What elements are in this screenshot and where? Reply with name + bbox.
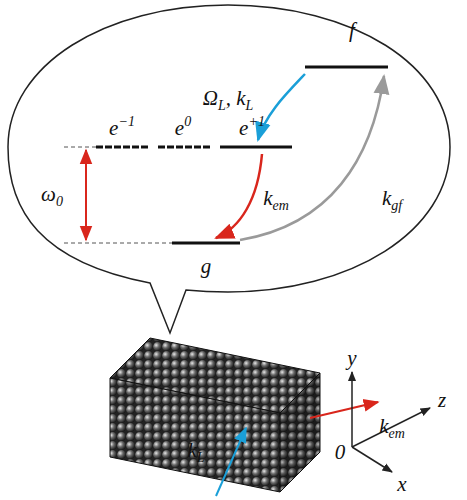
gf-transition bbox=[240, 76, 384, 240]
atom-box-side bbox=[280, 373, 320, 492]
level-e-zero bbox=[158, 146, 212, 149]
superscript: −1 bbox=[118, 114, 134, 129]
label-text: ΩL, kL bbox=[203, 88, 254, 113]
subscript: em bbox=[389, 426, 405, 441]
emission-beam bbox=[310, 402, 378, 418]
level-e-minus bbox=[96, 146, 148, 149]
subscript: em bbox=[273, 198, 289, 213]
subscript: 0 bbox=[56, 194, 63, 209]
label-text: kgf bbox=[382, 188, 402, 213]
subscript: L bbox=[218, 98, 226, 113]
label-text: e0 bbox=[175, 115, 191, 139]
speech-bubble bbox=[8, 5, 450, 333]
level-g bbox=[172, 242, 240, 245]
level-e-plus bbox=[220, 146, 292, 149]
superscript: 0 bbox=[184, 114, 191, 129]
emission-transition bbox=[216, 154, 262, 238]
label-text: e+1 bbox=[239, 115, 265, 139]
axis-y bbox=[351, 372, 353, 447]
guide-dashed bbox=[64, 243, 172, 244]
label-text: ω0 bbox=[41, 184, 63, 209]
label-text: z bbox=[438, 390, 446, 411]
laser-transition bbox=[258, 74, 305, 140]
subscript: L bbox=[197, 450, 205, 465]
axis-x bbox=[352, 447, 392, 472]
subscript: gf bbox=[391, 198, 402, 213]
label-text: y bbox=[347, 348, 356, 369]
label-text: kem bbox=[379, 416, 405, 441]
axis-z bbox=[352, 408, 430, 447]
atom-box-front bbox=[110, 378, 280, 492]
label-text: x bbox=[397, 474, 406, 495]
label-text: f bbox=[349, 20, 355, 41]
shade bbox=[280, 373, 320, 492]
subscript: L bbox=[246, 98, 254, 113]
guide-dashed bbox=[64, 147, 96, 148]
label-text: e−1 bbox=[109, 115, 135, 139]
label-text: 0 bbox=[335, 442, 346, 463]
omega-arrow bbox=[85, 150, 87, 240]
laser-beam bbox=[216, 428, 246, 496]
superscript: +1 bbox=[248, 114, 264, 129]
level-f bbox=[305, 66, 388, 69]
label-text: kL bbox=[187, 440, 204, 465]
label-text: g bbox=[201, 256, 212, 277]
label-text: kem bbox=[263, 188, 289, 213]
